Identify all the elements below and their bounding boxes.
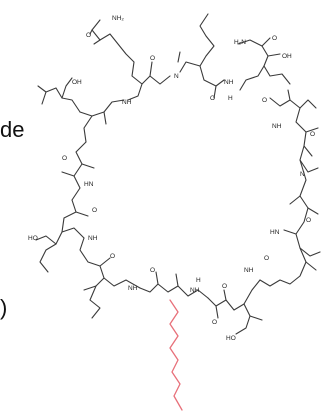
- lipid-chain: [169, 299, 183, 411]
- caption-fragment-top: de: [0, 117, 25, 142]
- label-o-6: O: [310, 131, 315, 138]
- label-o-10: O: [212, 319, 217, 326]
- label-h-1: H: [228, 95, 233, 102]
- label-hn-1: HN: [270, 229, 280, 236]
- label-n-ring: N: [300, 171, 305, 178]
- label-oh-right: OH: [282, 53, 292, 60]
- label-h-2: H: [196, 277, 201, 284]
- label-nh-2: NH: [224, 79, 234, 86]
- valine-residue-bottom: [79, 237, 141, 319]
- label-ho-left: HO: [28, 235, 38, 242]
- leucine-residue: [37, 77, 81, 113]
- label-o-4: O: [272, 35, 277, 42]
- label-o-8: O: [264, 255, 269, 262]
- lipid-residue: [139, 271, 209, 299]
- asparagine-residue: [237, 37, 291, 91]
- label-nh2-top: NH₂: [112, 15, 124, 22]
- alanine-residue: [61, 99, 125, 201]
- label-nh-8: HN: [84, 181, 94, 188]
- label-oh-left: OH: [72, 79, 82, 86]
- label-o-13: O: [92, 207, 97, 214]
- label-o-1: O: [86, 32, 91, 39]
- threonine-residue: [207, 279, 263, 335]
- label-nh-6: NH: [128, 285, 138, 292]
- label-nh-4: NH: [244, 267, 254, 274]
- label-nh-3: NH: [272, 123, 282, 130]
- label-nh-7: NH: [88, 235, 98, 242]
- label-o-9: O: [222, 283, 227, 290]
- label-o-7: O: [306, 217, 311, 224]
- label-o-2: O: [150, 55, 155, 62]
- label-ho-bottom: HO: [226, 335, 236, 342]
- label-h2n: H₂N: [234, 39, 246, 46]
- label-o-11: O: [150, 267, 155, 274]
- threonine-residue-left: [35, 199, 89, 273]
- label-nh-5: NH: [190, 287, 200, 294]
- label-o-12: O: [110, 253, 115, 260]
- glutamine-residue: [89, 19, 171, 101]
- caption-fragment-bottom: ): [0, 295, 8, 320]
- label-nh-1: NH: [122, 99, 132, 106]
- label-o-5: O: [262, 97, 267, 104]
- label-n-methyl: N: [174, 73, 179, 80]
- label-o-14: O: [62, 155, 67, 162]
- label-o-3: O: [210, 95, 215, 102]
- right-residues: [259, 89, 321, 287]
- isoleucine-residue: [177, 13, 225, 99]
